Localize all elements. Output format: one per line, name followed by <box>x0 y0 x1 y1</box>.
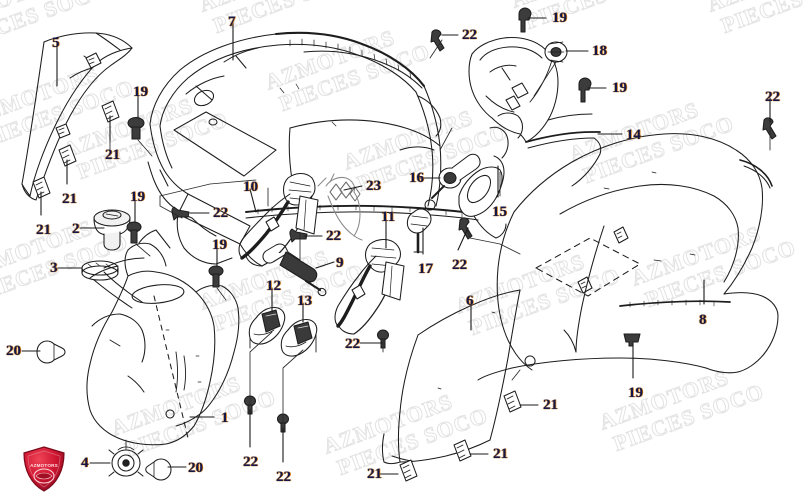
part-5-left-fairing-strip <box>21 32 133 201</box>
part-16-lock-cylinder <box>424 153 481 211</box>
part-number-22[interactable]: 22 <box>326 228 341 244</box>
part-number-17[interactable]: 17 <box>418 261 433 277</box>
part-number-10[interactable]: 10 <box>243 179 258 195</box>
part-number-21[interactable]: 21 <box>62 191 77 207</box>
part-12-latch-left <box>248 307 286 349</box>
part-4-grommet-assembly <box>108 446 144 477</box>
part-23-spring-clip <box>317 173 363 241</box>
svg-text:AZMOTORS: AZMOTORS <box>30 463 58 468</box>
part-22-bolts <box>171 29 777 433</box>
part-number-22[interactable]: 22 <box>452 257 467 273</box>
part-13-latch-right <box>280 319 318 357</box>
part-20-rivet-clip-a <box>36 340 66 364</box>
part-number-22[interactable]: 22 <box>462 27 477 43</box>
part-number-3[interactable]: 3 <box>50 260 58 276</box>
part-6-front-cover-panel <box>381 289 521 465</box>
leader-line-22 <box>457 227 469 251</box>
part-8-right-side-panel <box>477 133 779 381</box>
leader-line-10 <box>249 188 257 213</box>
part-number-19[interactable]: 19 <box>552 10 567 26</box>
part-number-21[interactable]: 21 <box>543 397 558 413</box>
part-2-fuel-cap <box>93 209 131 251</box>
part-number-11[interactable]: 11 <box>381 209 396 225</box>
part-number-23[interactable]: 23 <box>366 178 381 194</box>
part-20-rivet-clip-b <box>145 458 172 481</box>
part-number-19[interactable]: 19 <box>133 84 148 100</box>
part-number-21[interactable]: 21 <box>36 222 51 238</box>
part-number-1[interactable]: 1 <box>221 410 229 426</box>
part-number-22[interactable]: 22 <box>765 89 780 105</box>
part-number-6[interactable]: 6 <box>466 293 474 309</box>
part-19-screws <box>126 7 641 347</box>
part-number-12[interactable]: 12 <box>266 278 281 294</box>
azmotors-shield-logo: AZMOTORS <box>23 446 65 492</box>
part-number-14[interactable]: 14 <box>626 127 641 143</box>
part-number-19[interactable]: 19 <box>628 385 643 401</box>
part-9-strut-rod <box>262 243 327 297</box>
part-number-2[interactable]: 2 <box>72 221 80 237</box>
part-number-19[interactable]: 19 <box>130 189 145 205</box>
part-number-4[interactable]: 4 <box>81 455 89 471</box>
part-18-rubber-bush <box>529 41 568 103</box>
part-number-19[interactable]: 19 <box>612 80 627 96</box>
part-number-8[interactable]: 8 <box>699 312 707 328</box>
part-17-pivot-pin <box>406 208 432 254</box>
part-11-right-hinge <box>334 238 405 335</box>
part-number-22[interactable]: 22 <box>345 336 360 352</box>
part-number-7[interactable]: 7 <box>228 14 236 30</box>
part-number-19[interactable]: 19 <box>212 237 227 253</box>
part-15-lock-mount-plate <box>458 95 524 239</box>
part-number-15[interactable]: 15 <box>492 204 507 220</box>
part-number-20[interactable]: 20 <box>6 343 21 359</box>
part-21-clips <box>32 100 522 482</box>
leader-line-23 <box>343 185 363 191</box>
assembly-guide-lines <box>40 39 771 451</box>
part-number-9[interactable]: 9 <box>336 255 344 271</box>
part-number-22[interactable]: 22 <box>213 205 228 221</box>
part-number-22[interactable]: 22 <box>243 454 258 470</box>
part-number-13[interactable]: 13 <box>297 293 312 309</box>
part-number-5[interactable]: 5 <box>52 35 60 51</box>
part-number-21[interactable]: 21 <box>493 446 508 462</box>
part-number-18[interactable]: 18 <box>592 43 607 59</box>
part-14-handle-trim <box>468 37 602 187</box>
leader-line-9 <box>315 261 335 269</box>
part-number-21[interactable]: 21 <box>105 147 120 163</box>
part-number-21[interactable]: 21 <box>367 466 382 482</box>
part-number-16[interactable]: 16 <box>409 170 424 186</box>
part-number-22[interactable]: 22 <box>276 469 291 485</box>
part-number-20[interactable]: 20 <box>188 460 203 476</box>
